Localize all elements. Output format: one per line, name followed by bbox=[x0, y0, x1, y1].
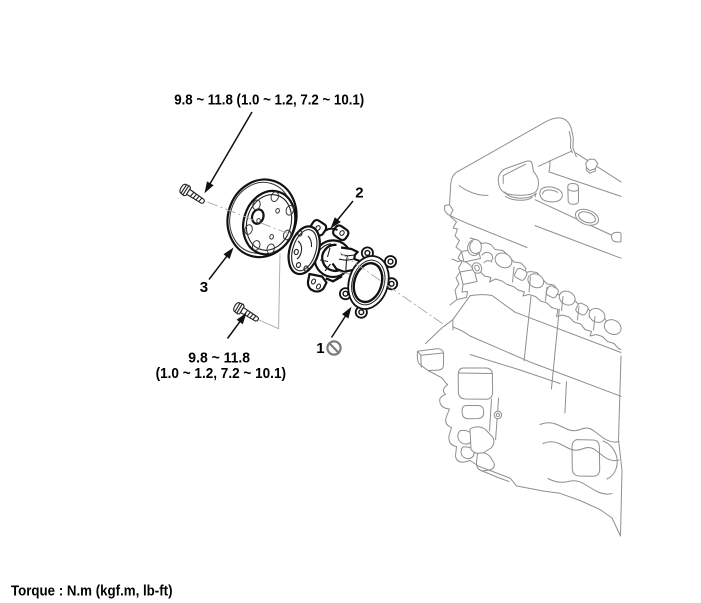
svg-text:(1.0 ~ 1.2, 7.2 ~ 10.1): (1.0 ~ 1.2, 7.2 ~ 10.1) bbox=[156, 365, 286, 382]
svg-text:1: 1 bbox=[316, 340, 324, 357]
svg-text:Torque : N.m (kgf.m, lb-ft): Torque : N.m (kgf.m, lb-ft) bbox=[11, 583, 173, 600]
svg-text:9.8 ~ 11.8: 9.8 ~ 11.8 bbox=[188, 350, 250, 367]
svg-text:3: 3 bbox=[200, 279, 208, 296]
svg-text:9.8 ~ 11.8 (1.0 ~ 1.2, 7.2 ~ 1: 9.8 ~ 11.8 (1.0 ~ 1.2, 7.2 ~ 10.1) bbox=[174, 91, 364, 108]
svg-text:2: 2 bbox=[355, 185, 363, 202]
